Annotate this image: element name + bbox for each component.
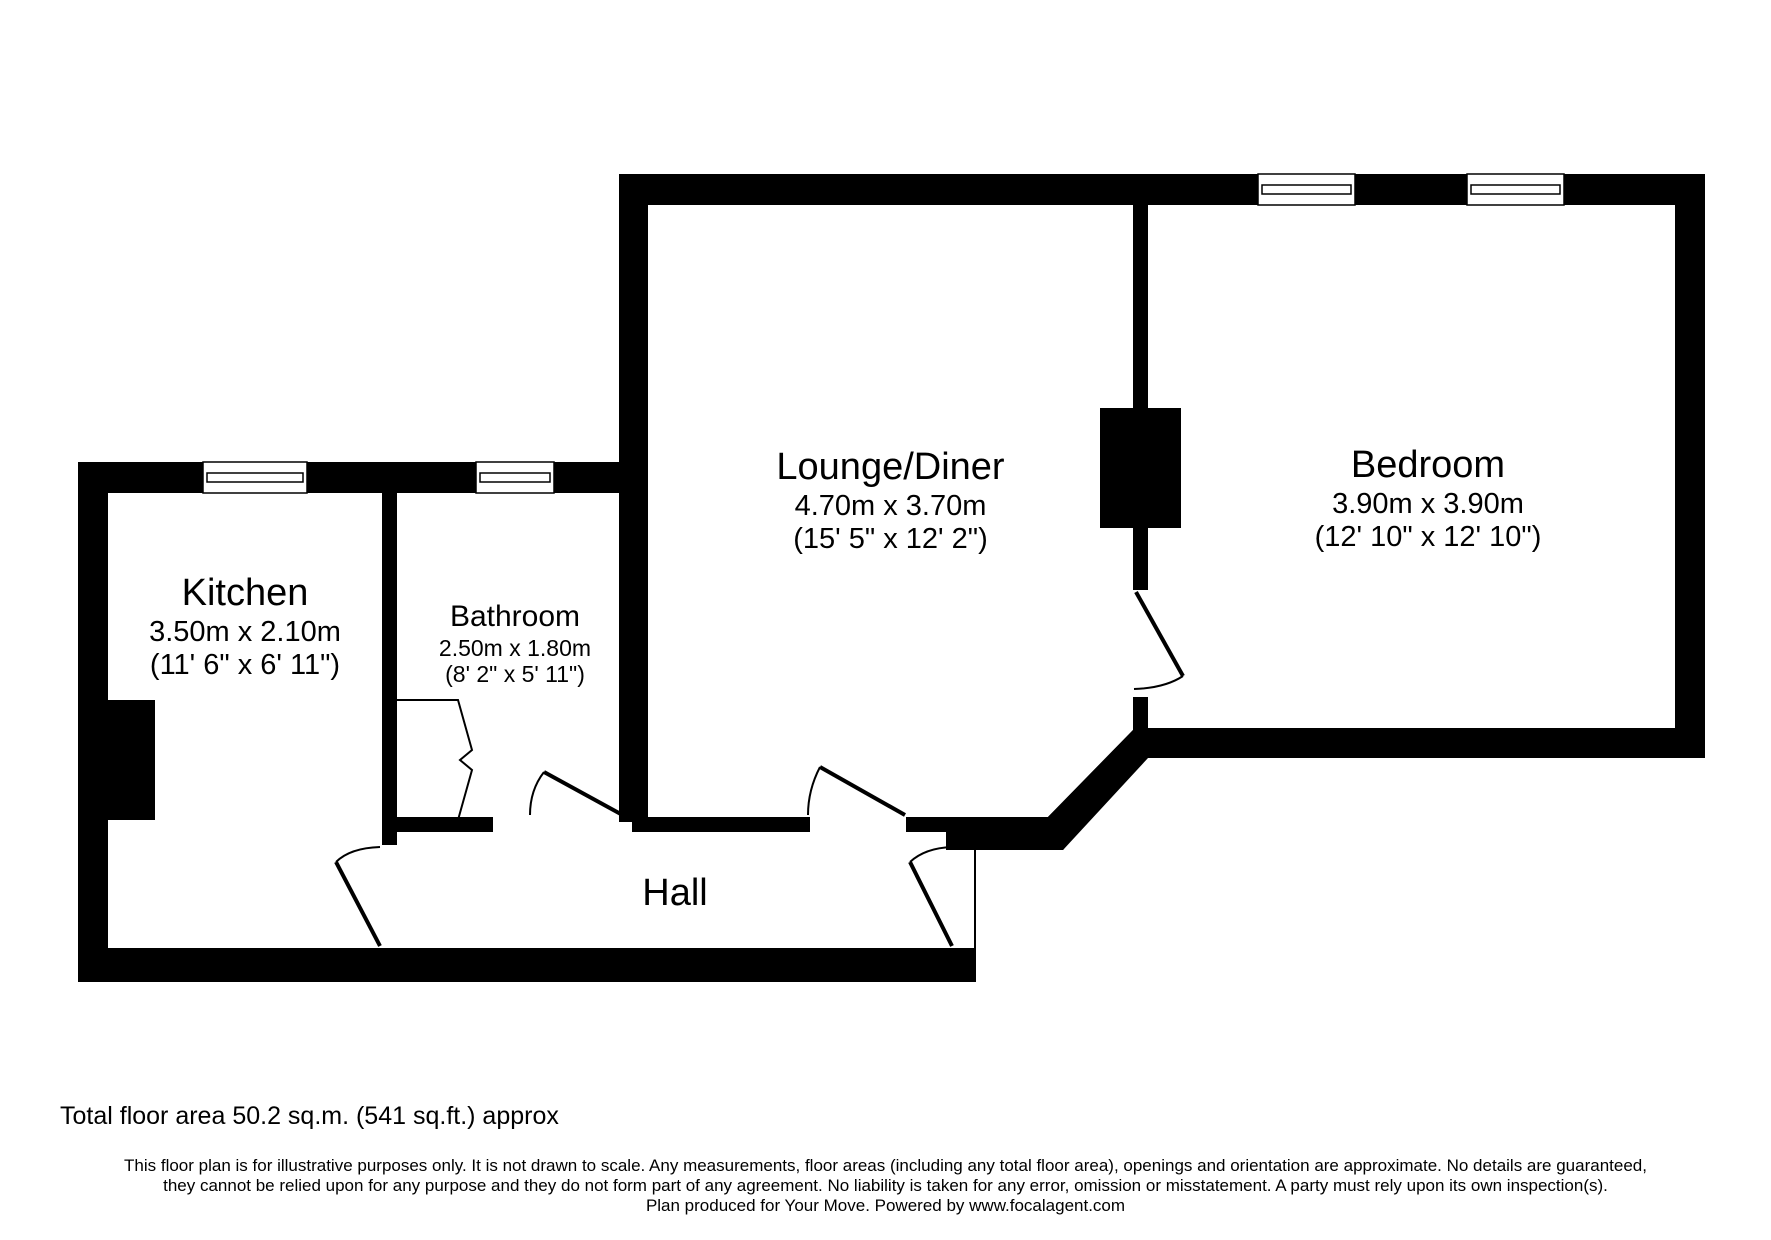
room-dimensions-imperial: (15' 5" x 12' 2") (793, 523, 988, 556)
thin-lines (397, 699, 976, 948)
room-label-lounge-diner: Lounge/Diner 4.70m x 3.70m (15' 5" x 12'… (648, 446, 1133, 556)
room-label-hall: Hall (560, 872, 790, 916)
disclaimer: This floor plan is for illustrative purp… (0, 1156, 1771, 1216)
disclaimer-credit: Plan produced for Your Move. Powered by … (645, 1196, 1126, 1215)
room-dimensions-metric: 4.70m x 3.70m (794, 489, 987, 522)
room-dimensions-metric: 3.50m x 2.10m (149, 615, 341, 648)
room-name: Bathroom (449, 600, 581, 633)
total-floor-area: Total floor area 50.2 sq.m. (541 sq.ft.)… (60, 1102, 559, 1130)
room-dimensions-imperial: (8' 2" x 5' 11") (445, 660, 585, 687)
room-dimensions-imperial: (11' 6" x 6' 11") (149, 649, 341, 682)
room-dimensions-imperial: (12' 10" x 12' 10") (1314, 521, 1542, 554)
room-name: Bedroom (1350, 444, 1506, 486)
room-name: Hall (642, 872, 708, 914)
room-label-kitchen: Kitchen 3.50m x 2.10m (11' 6" x 6' 11") (108, 572, 382, 682)
room-dimensions-metric: 3.90m x 3.90m (1332, 487, 1524, 520)
room-label-bathroom: Bathroom 2.50m x 1.80m (8' 2" x 5' 11") (397, 600, 633, 687)
room-dimensions-metric: 2.50m x 1.80m (438, 634, 592, 661)
room-name: Lounge/Diner (776, 446, 1005, 488)
walls (78, 174, 1705, 982)
room-label-bedroom: Bedroom 3.90m x 3.90m (12' 10" x 12' 10"… (1181, 444, 1675, 554)
windows (202, 173, 1565, 494)
doors (334, 591, 1185, 947)
disclaimer-line: This floor plan is for illustrative purp… (124, 1156, 1647, 1175)
room-name: Kitchen (181, 572, 309, 614)
disclaimer-line: they cannot be relied upon for any purpo… (163, 1176, 1608, 1195)
